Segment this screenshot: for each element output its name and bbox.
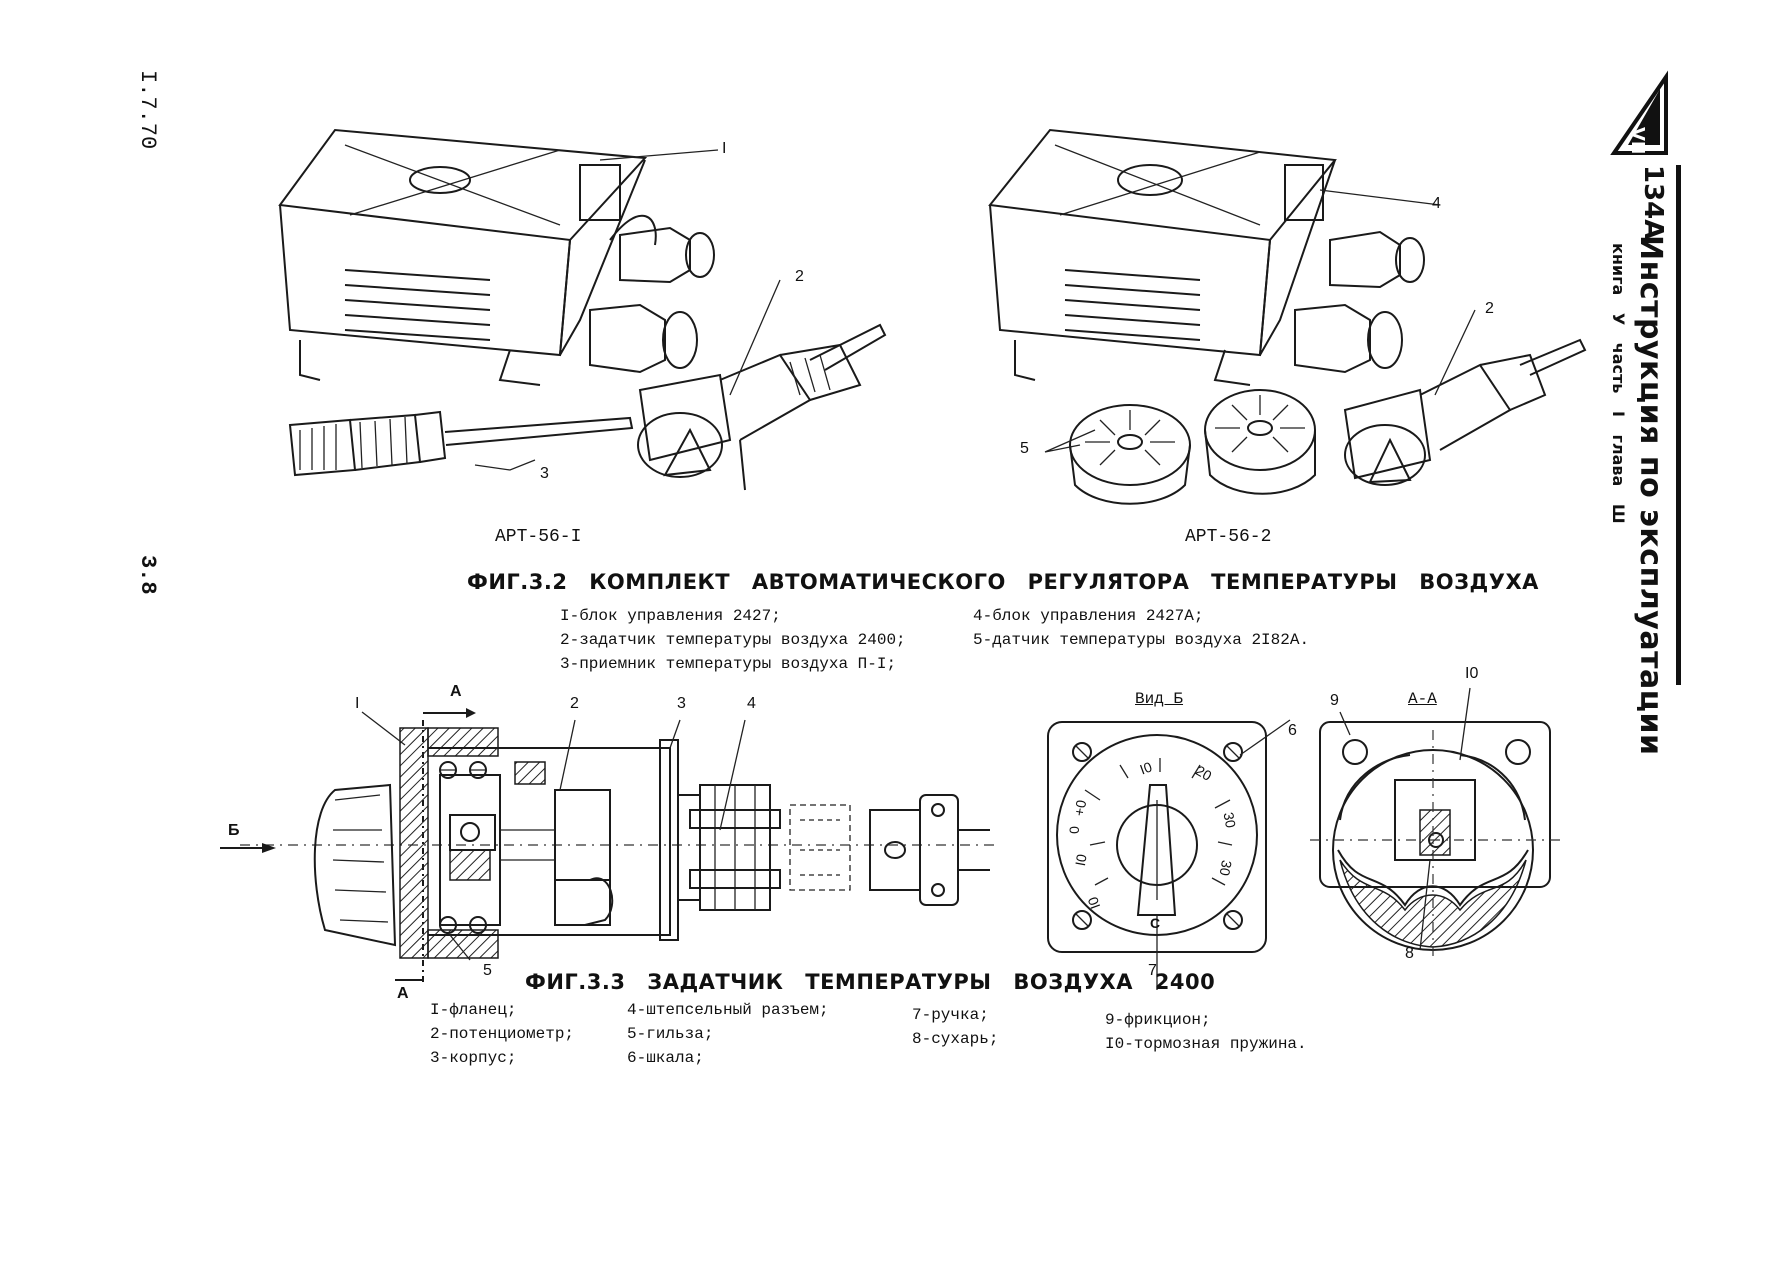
fig32-legend-right: 4-блок управления 2427А; 5-датчик темпер… <box>973 604 1309 652</box>
callout-5: 5 <box>1020 440 1029 457</box>
dial-tick: 30 <box>1216 858 1236 878</box>
legend-item: 5-гильза; <box>627 1025 714 1043</box>
callout-6: 6 <box>1288 722 1297 739</box>
legend-item: 9-фрикцион; <box>1105 1011 1211 1029</box>
fig33-title: ФИГ.3.3 ЗАДАТЧИК ТЕМПЕРАТУРЫ ВОЗДУХА 240… <box>525 970 1216 994</box>
temperature-receiver-p1 <box>288 410 634 477</box>
callout-3: 3 <box>540 465 549 482</box>
section-a-bottom-label: А <box>397 985 409 1002</box>
legend-item: 6-шкала; <box>627 1049 704 1067</box>
callout-7: 7 <box>1148 962 1157 979</box>
header-rule <box>1676 165 1681 685</box>
fig32-leaders-left <box>474 149 781 471</box>
fig33-legend-col3: 7-ручка; 8-сухарь; <box>912 1003 998 1051</box>
fig32-leaders-right <box>1044 189 1476 453</box>
callout-8: 8 <box>1405 945 1414 962</box>
label-art-56-2: АРТ-56-2 <box>1185 527 1272 547</box>
callout-10: I0 <box>1465 665 1479 682</box>
callout-2: 2 <box>570 695 579 712</box>
legend-item: 4-блок управления 2427А; <box>973 607 1204 625</box>
temperature-setter-2400-right <box>1343 338 1587 486</box>
callout-9: 9 <box>1330 692 1339 709</box>
triangle-logo-icon: VII <box>1610 70 1668 155</box>
air-temp-sensor-2182a <box>1069 389 1316 505</box>
callout-1: I <box>722 140 727 157</box>
callout-4: 4 <box>1432 195 1441 212</box>
dial-center-letter: С <box>1150 915 1161 931</box>
control-unit-2427a <box>988 128 1425 386</box>
legend-item: 4-штепсельный разъем; <box>627 1001 829 1019</box>
dial-tick: +0 <box>1070 798 1090 818</box>
callout-4: 4 <box>747 695 756 712</box>
fig33-legend-col1: I-фланец; 2-потенциометр; 3-корпус; <box>430 998 574 1070</box>
legend-item: 2-задатчик температуры воздуха 2400; <box>560 631 906 649</box>
legend-item: I-фланец; <box>430 1001 517 1019</box>
legend-item: 2-потенциометр; <box>430 1025 575 1043</box>
legend-item: I-блок управления 2427; <box>560 607 781 625</box>
callout-2-right: 2 <box>1485 300 1494 317</box>
callout-2-left: 2 <box>795 268 804 285</box>
callout-5: 5 <box>483 962 492 979</box>
legend-item: 7-ручка; <box>912 1006 989 1024</box>
dial-tick: 0 <box>1065 826 1082 834</box>
legend-item: 3-корпус; <box>430 1049 517 1067</box>
dial-tick: I0 <box>1071 852 1090 868</box>
legend-item: I0-тормозная пружина. <box>1105 1035 1307 1053</box>
fig33-legend-col4: 9-фрикцион; I0-тормозная пружина. <box>1105 1008 1307 1056</box>
view-b-label: Вид Б <box>1135 690 1184 708</box>
fig33-legend-col2: 4-штепсельный разъем; 5-гильза; 6-шкала; <box>627 998 829 1070</box>
temperature-setter-2400-left <box>637 323 887 491</box>
section-a-top-label: А <box>450 683 462 700</box>
fig32-title: ФИГ.3.2 КОМПЛЕКТ АВТОМАТИЧЕСКОГО РЕГУЛЯТ… <box>467 570 1539 594</box>
control-unit-2427 <box>278 128 715 386</box>
callout-1: I <box>355 695 360 712</box>
dial-tick: 30 <box>1220 810 1240 830</box>
fig32-legend-left: I-блок управления 2427; 2-задатчик темпе… <box>560 604 906 676</box>
svg-text:VII: VII <box>1627 127 1648 154</box>
document-header: VII 134А Инструкция по эксплуатации книг… <box>1600 70 1681 755</box>
section-aa-label: А-А <box>1408 690 1437 708</box>
legend-item: 8-сухарь; <box>912 1030 999 1048</box>
legend-item: 3-приемник температуры воздуха П-I; <box>560 655 897 673</box>
arrow-b-label: Б <box>228 822 240 839</box>
legend-item: 5-датчик температуры воздуха 2I82А. <box>973 631 1310 649</box>
label-art-56-1: АРТ-56-I <box>495 527 582 547</box>
callout-3: 3 <box>677 695 686 712</box>
